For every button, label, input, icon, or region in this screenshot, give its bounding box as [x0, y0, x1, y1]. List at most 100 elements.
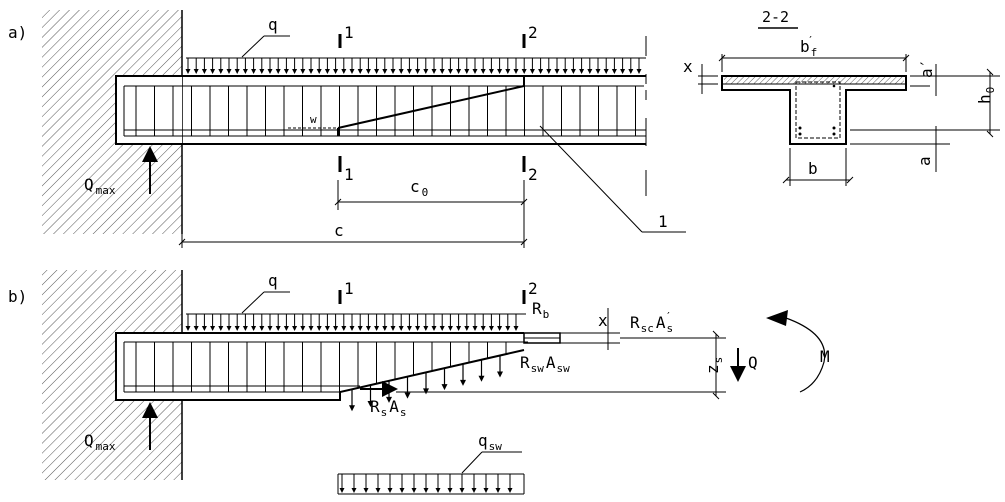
load-arrow-b-head [185, 326, 191, 331]
load-arrow-a-head [472, 69, 478, 74]
load-arrow-b-head [390, 326, 396, 331]
load-arrow-b-head [431, 326, 437, 331]
load-arrow-b-head [497, 326, 503, 331]
h0-label: h0 [975, 87, 997, 104]
load-arrow-a-head [538, 69, 544, 74]
load-arrow-a-head [406, 69, 412, 74]
load-arrow-a-head [390, 69, 396, 74]
load-arrow-b-head [513, 326, 519, 331]
rebar-dot-3 [832, 126, 836, 130]
load-arrow-b-head [193, 326, 199, 331]
load-arrow-b-head [406, 326, 412, 331]
stirrup-forces-b [349, 355, 503, 412]
qsw-arrow-head [423, 488, 429, 493]
beam-freebody-b [115, 332, 525, 401]
qsw-arrow-head [351, 488, 357, 493]
load-label-q-b: q [268, 271, 278, 290]
load-arrow-b-head [357, 326, 363, 331]
qsw-leader [461, 451, 483, 474]
load-arrow-b-head [341, 326, 347, 331]
m-label: M [820, 347, 830, 366]
load-leader-b [241, 291, 265, 314]
qsw-arrow-head [459, 488, 465, 493]
rebar-dot-4 [832, 132, 836, 136]
load-arrow-b-head [374, 326, 380, 331]
load-arrow-a-head [620, 69, 626, 74]
stirrup-force-head [441, 384, 448, 391]
load-arrow-a-head [185, 69, 191, 74]
load-arrow-a-head [275, 69, 281, 74]
load-arrow-b-head [488, 326, 494, 331]
x-label-section: x [683, 57, 693, 76]
load-arrow-b-head [349, 326, 355, 331]
load-arrow-a-head [234, 69, 240, 74]
load-arrow-b-head [308, 326, 314, 331]
load-arrow-a-head [562, 69, 568, 74]
load-arrow-a-head [300, 69, 306, 74]
section-2-label-b: 2 [528, 279, 538, 298]
load-arrow-a-head [398, 69, 404, 74]
callout-label: 1 [658, 212, 668, 231]
load-arrow-b-head [242, 326, 248, 331]
zs-label: zs [703, 357, 725, 374]
load-arrow-a-head [447, 69, 453, 74]
section-1-bottom-label: 1 [344, 165, 354, 184]
load-arrow-a-head [267, 69, 273, 74]
load-arrow-b-head [439, 326, 445, 331]
load-arrow-b-head [415, 326, 421, 331]
panel-a: a) w q 1 1 2 [8, 10, 686, 248]
load-arrow-b-head [456, 326, 462, 331]
x-label-b: x [598, 311, 608, 330]
stirrups-b [135, 342, 507, 393]
qsw-arrow-head [339, 488, 345, 493]
stirrup-force-head [460, 379, 466, 386]
load-arrow-a-head [415, 69, 421, 74]
load-arrow-b-head [398, 326, 404, 331]
callout-leader [539, 125, 643, 233]
load-arrow-a-head [333, 69, 339, 74]
load-arrow-a-head [636, 69, 642, 74]
load-arrow-a-head [423, 69, 429, 74]
load-arrow-a-head [554, 69, 560, 74]
load-arrow-b-head [234, 326, 240, 331]
qsw-arrow-head [447, 488, 453, 493]
load-arrow-a-head [497, 69, 503, 74]
load-arrow-a-head [456, 69, 462, 74]
section-2-2: 2-2 bf′ x a′ h0 a [683, 8, 1000, 186]
load-arrow-a-head [570, 69, 576, 74]
qsw-arrow-head [411, 488, 417, 493]
qsw-arrow-head [507, 488, 513, 493]
stirrups-a [135, 86, 636, 136]
load-arrow-b-head [365, 326, 371, 331]
load-arrow-a-head [251, 69, 257, 74]
load-arrow-b-head [480, 326, 486, 331]
section-2-bottom-label: 2 [528, 165, 538, 184]
load-arrows-b [185, 314, 519, 331]
stirrup-force-head [386, 396, 392, 403]
crack-a [337, 85, 525, 129]
qsw-arrow-head [363, 488, 369, 493]
panel-b-label: b) [8, 287, 27, 306]
stirrup-force-head [349, 405, 355, 412]
load-arrow-a-head [464, 69, 470, 74]
qsw-arrow-head [387, 488, 393, 493]
dim-c-label: c [334, 221, 344, 240]
load-arrow-a-head [316, 69, 322, 74]
t-section [721, 75, 907, 145]
load-arrow-a-head [603, 69, 609, 74]
load-arrow-b-head [226, 326, 232, 331]
load-arrow-a-head [628, 69, 634, 74]
load-arrow-b-head [447, 326, 453, 331]
qsw-arrow-head [471, 488, 477, 493]
load-arrow-a-head [488, 69, 494, 74]
qsw-arrow-head [435, 488, 441, 493]
load-arrow-a-head [201, 69, 207, 74]
qsw-arrow-head [495, 488, 501, 493]
load-arrow-b-head [267, 326, 273, 331]
q-label: Q [748, 353, 758, 372]
